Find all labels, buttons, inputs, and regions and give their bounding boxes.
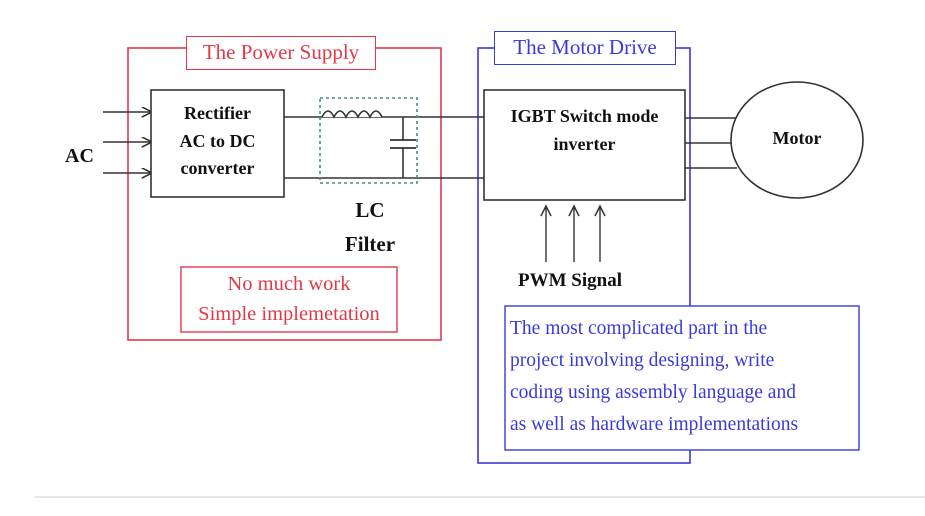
power-supply-note: No much work Simple implemetation bbox=[181, 269, 397, 329]
motor-icon bbox=[730, 81, 864, 199]
lc-filter-label-line2: Filter bbox=[344, 232, 396, 256]
motor-drive-note-line4: as well as hardware implementations bbox=[510, 414, 799, 435]
lc-filter-label-line1: LC bbox=[355, 198, 385, 222]
motor-drive-note-line3: coding using assembly language and bbox=[510, 382, 796, 403]
motor-drive-note-frame bbox=[504, 305, 860, 451]
power-supply-note-line1: No much work bbox=[227, 273, 351, 295]
rectifier-line1: Rectifier bbox=[184, 103, 251, 123]
rectifier-line2: AC to DC bbox=[179, 131, 256, 151]
inverter-label-line1: IGBT Switch mode bbox=[510, 106, 659, 126]
motor-drive-title: The Motor Drive bbox=[494, 31, 676, 65]
rectifier-line3: converter bbox=[180, 158, 255, 178]
lc-filter-box bbox=[319, 97, 418, 184]
inverter-label-line2: inverter bbox=[553, 134, 616, 154]
power-supply-title: The Power Supply bbox=[186, 36, 376, 70]
motor-drive-note-line2: project involving designing, write bbox=[510, 350, 775, 371]
power-supply-note-line2: Simple implemetation bbox=[198, 303, 380, 325]
capacitor-icon bbox=[390, 117, 416, 178]
rectifier-box bbox=[150, 89, 285, 198]
motor-drive-note-line1: The most complicated part in the bbox=[510, 318, 768, 339]
pwm-signal-label: PWM Signal bbox=[518, 270, 622, 291]
motor-label: Motor bbox=[772, 128, 822, 148]
motor-drive-note: The most complicated part in the project… bbox=[510, 313, 860, 441]
inverter-box bbox=[483, 89, 686, 201]
power-supply-note-frame bbox=[180, 266, 398, 333]
inductor-icon bbox=[321, 110, 383, 119]
ac-label: AC bbox=[65, 145, 94, 167]
